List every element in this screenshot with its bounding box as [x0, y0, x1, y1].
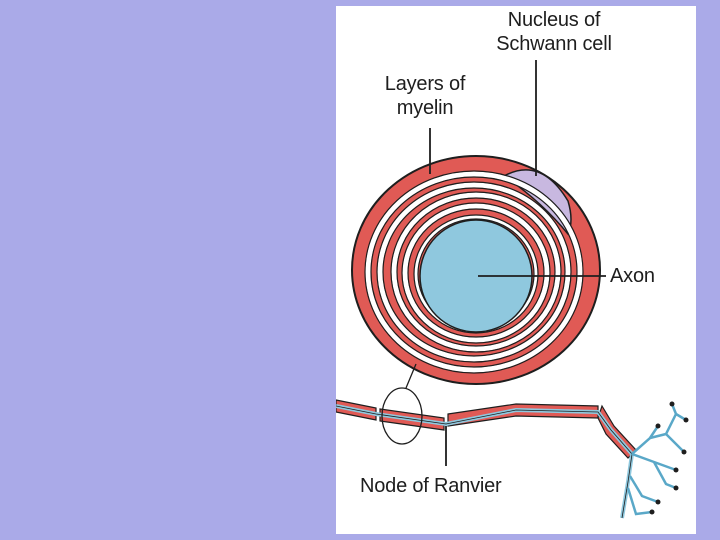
myelin-layer-outlines	[364, 170, 584, 374]
myelin-gap-4	[402, 203, 550, 343]
axon-fiber	[336, 404, 635, 519]
section-indicator-line	[405, 363, 417, 389]
myelin-label-line2: myelin	[396, 97, 454, 119]
axon-terminals	[626, 403, 687, 516]
nucleus-label-line2: Schwann cell	[496, 33, 612, 55]
myelin-gap-3	[391, 192, 561, 352]
nerve-fiber	[336, 363, 689, 519]
axon-fiber-line	[336, 405, 633, 519]
myelin-cross-section	[351, 155, 601, 385]
nucleus-label-line1: Nucleus of	[507, 9, 601, 31]
myelin-segment-3	[447, 403, 599, 427]
terminal-knobs	[649, 401, 689, 515]
myelin-gap-2	[377, 182, 571, 362]
myelin-sheath-diagram	[336, 60, 689, 519]
myelin-gap-1	[365, 171, 583, 373]
section-indicator-loop	[381, 387, 423, 445]
diagram-panel: Nucleus of Schwann cell Layers of myelin…	[336, 6, 696, 534]
myelin-label-line1: Layers of	[384, 73, 466, 95]
nucleus-label: Nucleus of Schwann cell	[464, 8, 644, 56]
myelin-label: Layers of myelin	[360, 72, 490, 120]
leader-lines	[429, 60, 606, 466]
node-of-ranvier-label: Node of Ranvier	[360, 475, 502, 497]
axon-label: Axon	[610, 265, 655, 287]
